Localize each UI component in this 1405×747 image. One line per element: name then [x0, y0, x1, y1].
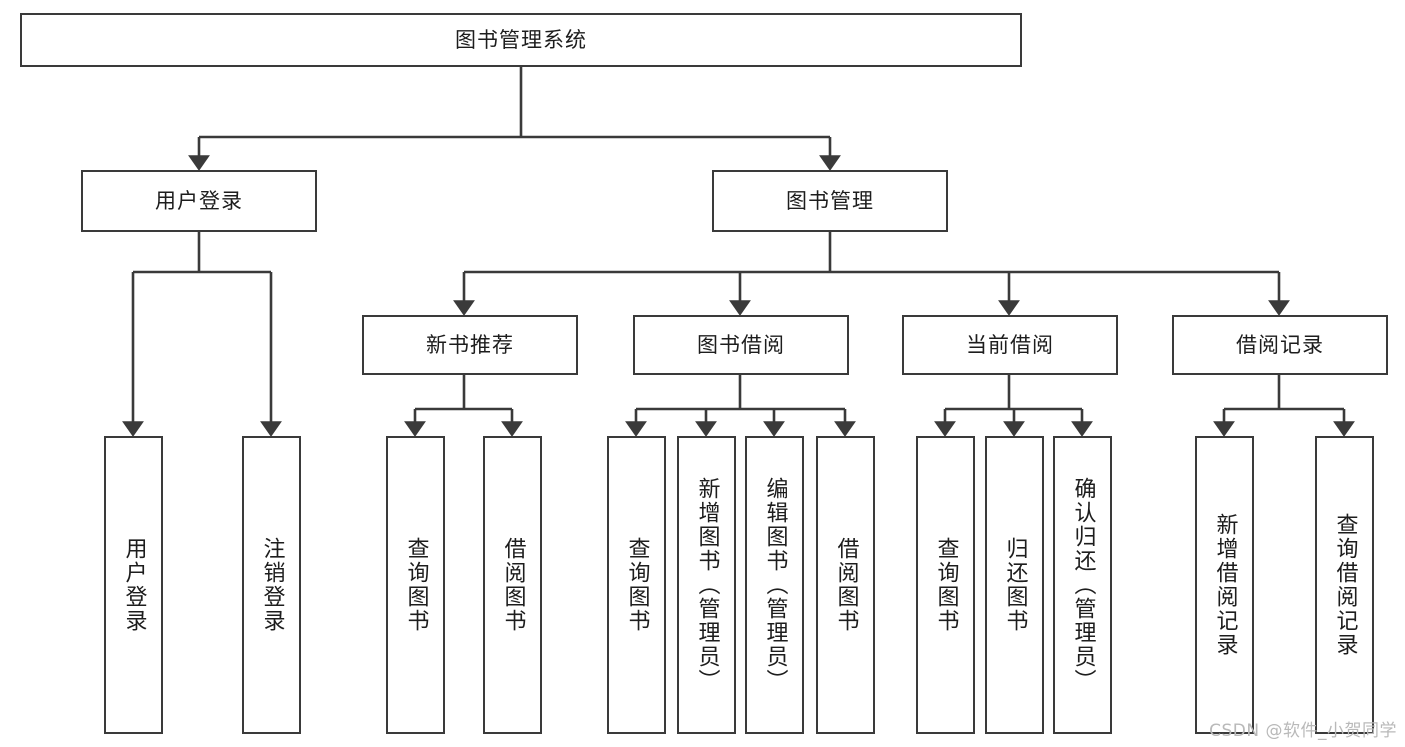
node-leaf-confirm-return-label: 确认归还（管理员） [1070, 477, 1096, 693]
node-book-manage[interactable]: 图书管理 [712, 170, 948, 232]
node-new-book-rec-label: 新书推荐 [426, 332, 514, 357]
node-user-login-label: 用户登录 [155, 188, 243, 213]
node-leaf-edit-book-label: 编辑图书（管理员） [762, 477, 788, 693]
node-leaf-borrow-book-2[interactable]: 借阅图书 [816, 436, 875, 734]
node-leaf-return-book-label: 归还图书 [1002, 537, 1028, 633]
node-book-manage-label: 图书管理 [786, 188, 874, 213]
node-user-login[interactable]: 用户登录 [81, 170, 317, 232]
node-leaf-user-login[interactable]: 用户登录 [104, 436, 163, 734]
node-leaf-edit-book[interactable]: 编辑图书（管理员） [745, 436, 804, 734]
node-leaf-return-book[interactable]: 归还图书 [985, 436, 1044, 734]
node-leaf-add-record[interactable]: 新增借阅记录 [1195, 436, 1254, 734]
node-borrow-record-label: 借阅记录 [1236, 332, 1324, 357]
node-leaf-add-book-label: 新增图书（管理员） [694, 477, 720, 693]
node-leaf-add-book[interactable]: 新增图书（管理员） [677, 436, 736, 734]
node-new-book-rec[interactable]: 新书推荐 [362, 315, 578, 375]
node-leaf-query-book-1[interactable]: 查询图书 [386, 436, 445, 734]
node-leaf-query-record-label: 查询借阅记录 [1332, 513, 1358, 657]
node-book-borrow[interactable]: 图书借阅 [633, 315, 849, 375]
node-leaf-user-login-label: 用户登录 [121, 537, 147, 633]
node-root[interactable]: 图书管理系统 [20, 13, 1022, 67]
node-leaf-query-book-3-label: 查询图书 [933, 537, 959, 633]
node-book-borrow-label: 图书借阅 [697, 332, 785, 357]
node-leaf-query-book-3[interactable]: 查询图书 [916, 436, 975, 734]
node-leaf-borrow-book-1-label: 借阅图书 [500, 537, 526, 633]
node-leaf-query-book-1-label: 查询图书 [403, 537, 429, 633]
node-leaf-query-book-2[interactable]: 查询图书 [607, 436, 666, 734]
node-current-borrow-label: 当前借阅 [966, 332, 1054, 357]
node-current-borrow[interactable]: 当前借阅 [902, 315, 1118, 375]
node-leaf-logout[interactable]: 注销登录 [242, 436, 301, 734]
node-leaf-logout-label: 注销登录 [259, 537, 285, 633]
node-root-label: 图书管理系统 [455, 27, 587, 52]
node-leaf-confirm-return[interactable]: 确认归还（管理员） [1053, 436, 1112, 734]
node-leaf-add-record-label: 新增借阅记录 [1212, 513, 1238, 657]
node-leaf-query-book-2-label: 查询图书 [624, 537, 650, 633]
node-leaf-query-record[interactable]: 查询借阅记录 [1315, 436, 1374, 734]
node-borrow-record[interactable]: 借阅记录 [1172, 315, 1388, 375]
node-leaf-borrow-book-2-label: 借阅图书 [833, 537, 859, 633]
node-leaf-borrow-book-1[interactable]: 借阅图书 [483, 436, 542, 734]
